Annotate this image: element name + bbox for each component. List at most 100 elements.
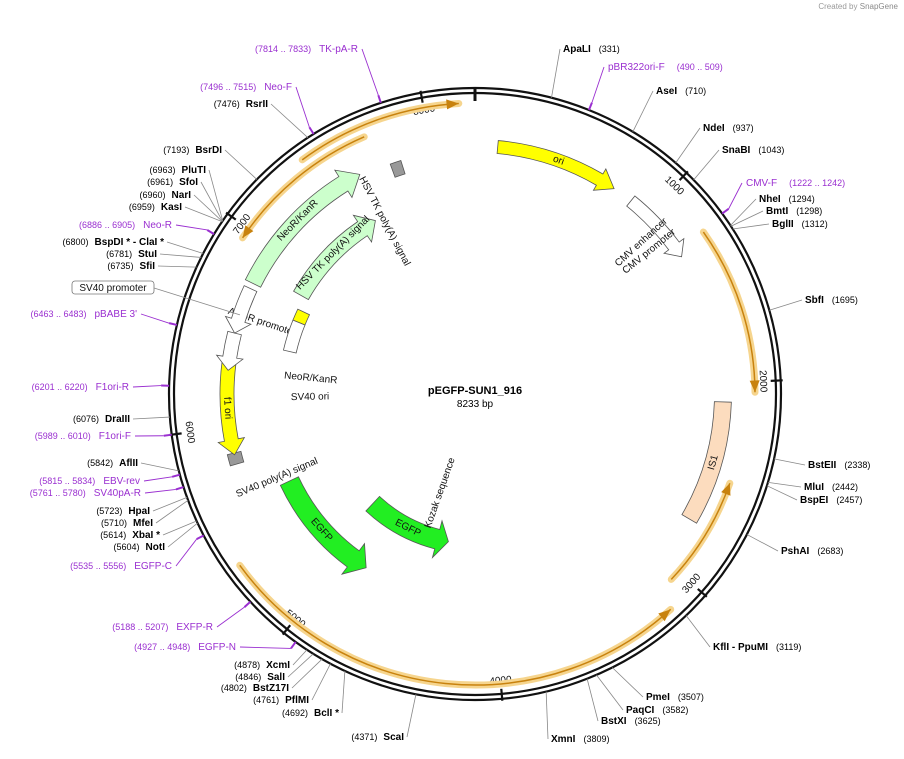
enzyme-name: PshAI [781,546,810,557]
primer-position: (7496 .. 7515) [200,82,256,92]
enzyme-position: (5710) [101,518,127,528]
enzyme-position: (1695) [832,295,858,305]
enzyme-site[interactable]: (6961)SfoI [147,177,198,188]
ruler-tick [697,588,708,598]
primer-leader [591,66,605,103]
enzyme-leader [586,678,599,722]
primer-leader [361,48,379,96]
enzyme-leader [685,615,711,648]
primer-site[interactable]: (6201 .. 6220)F1ori-R [32,382,129,393]
enzyme-position: (4761) [253,695,279,705]
enzyme-site[interactable]: NheI(1294) [759,194,815,205]
enzyme-site[interactable]: SnaBI(1043) [722,145,784,156]
enzyme-site[interactable]: BstXI(3625) [601,716,661,727]
primer-site[interactable]: (5188 .. 5207)EXFP-R [112,622,213,633]
primer-site[interactable]: CMV-F(1222 .. 1242) [746,178,845,189]
enzyme-site[interactable]: (4761)PflMI [253,695,309,706]
enzyme-site[interactable]: MluI (2442) [804,482,858,493]
enzyme-site[interactable]: (5723)HpaI [96,506,150,517]
orf-arrowhead [446,99,459,110]
enzyme-site[interactable]: (6959)KasI [129,202,182,213]
enzyme-site[interactable]: ApaLI(331) [563,44,620,55]
feature-shape [496,140,615,191]
enzyme-position: (6963) [150,165,176,175]
enzyme-site[interactable]: (5710)MfeI [101,518,153,529]
enzyme-site[interactable]: PaqCI(3582) [626,705,688,716]
enzyme-site[interactable]: (4846)SalI [235,672,285,683]
orf-line [301,102,459,161]
enzyme-position: (6959) [129,202,155,212]
enzyme-position: (4371) [351,732,377,742]
enzyme-name: SbfI [805,295,824,306]
ruler-tick [281,624,292,636]
enzyme-position: (3507) [678,692,704,702]
enzyme-site[interactable]: BstEII(2338) [808,460,870,471]
primer-site[interactable]: (5815 .. 5834)EBV-rev [39,476,140,487]
enzyme-position: (2683) [817,546,843,556]
primer-site[interactable]: (4927 .. 4948)EGFP-N [134,642,236,653]
enzyme-site[interactable]: NdeI(937) [703,123,754,134]
primer-site[interactable]: pBR322ori-F(490 .. 509) [608,62,723,73]
enzyme-site[interactable]: (5614)XbaI * [100,530,160,541]
primer-leader [132,385,162,388]
enzyme-site[interactable]: (6781)StuI [106,249,157,260]
enzyme-site[interactable]: (7193)BsrDI [163,145,222,156]
primer-leader [175,224,208,231]
enzyme-site[interactable]: (6963)PluTI [150,165,207,176]
primer-site[interactable]: (6463 .. 6483)pBABE 3' [30,309,137,320]
enzyme-site[interactable]: SbfI (1695) [805,295,858,306]
enzyme-site[interactable]: (4371) ScaI [351,732,404,743]
enzyme-position: (5842) [87,458,113,468]
enzyme-site[interactable]: (6960)NarI [140,190,192,201]
enzyme-site[interactable]: KflI - PpuMI(3119) [713,642,801,653]
primer-site[interactable]: (5761 .. 5780)SV40pA-R [30,488,141,499]
enzyme-site[interactable]: AseI(710) [656,86,706,97]
primer-site[interactable]: (6886 .. 6905)Neo-R [79,220,172,231]
enzyme-site[interactable]: BmtI(1298) [766,206,822,217]
enzyme-position: (3809) [583,734,609,744]
enzyme-site[interactable]: (4878)XcmI [234,660,290,671]
enzyme-site[interactable]: (6800)BspDI * - ClaI * [63,237,165,248]
enzyme-name: MluI [804,482,824,493]
enzyme-name: NarI [172,190,192,201]
sv40-promoter-box[interactable] [71,280,155,295]
enzyme-site[interactable]: BspEI(2457) [800,495,862,506]
enzyme-site[interactable]: XmnI (3809) [551,734,609,745]
primer-mark [290,641,297,650]
enzyme-name: RsrII [246,99,268,110]
primer-position: (5989 .. 6010) [35,431,91,441]
enzyme-site[interactable]: BglII(1312) [772,219,828,230]
enzyme-name: PaqCI [626,705,655,716]
enzyme-leader [166,241,204,254]
enzyme-name: BsrDI [195,145,222,156]
enzyme-position: (2442) [832,482,858,492]
enzyme-site[interactable]: (5604)NotI [114,542,166,553]
enzyme-name: SfiI [139,261,155,272]
enzyme-site[interactable]: (6076)DraIII [73,414,130,425]
orf-line [702,231,756,393]
enzyme-site[interactable]: PshAI (2683) [781,546,843,557]
primer-position: (1222 .. 1242) [789,178,845,188]
ruler-tick [500,688,504,701]
enzyme-site[interactable]: (5842)AflII [87,458,138,469]
primer-mark [243,600,251,608]
primer-site[interactable]: (7496 .. 7515)Neo-F [200,82,292,93]
enzyme-leader [140,462,179,472]
enzyme-name: XmnI [551,734,576,745]
enzyme-name: ScaI [383,732,404,743]
primer-leader [728,182,743,210]
feature-shape [215,330,244,371]
primer-site[interactable]: (7814 .. 7833)TK-pA-R [255,44,358,55]
enzyme-name: XbaI * [132,530,160,541]
enzyme-site[interactable]: (7476)RsrII [214,99,268,110]
primer-site[interactable]: (5989 .. 6010)F1ori-F [35,431,131,442]
enzyme-site[interactable]: (4692)BclI * [282,708,339,719]
enzyme-site[interactable]: PmeI(3507) [646,692,704,703]
primer-mark [308,126,315,135]
enzyme-site[interactable]: (4802)BstZ17I [221,683,289,694]
enzyme-site[interactable]: (6735)SfiI [107,261,155,272]
primer-site[interactable]: (5535 .. 5556)EGFP-C [70,561,172,572]
enzyme-leader [730,198,757,226]
enzyme-leader [224,149,258,180]
